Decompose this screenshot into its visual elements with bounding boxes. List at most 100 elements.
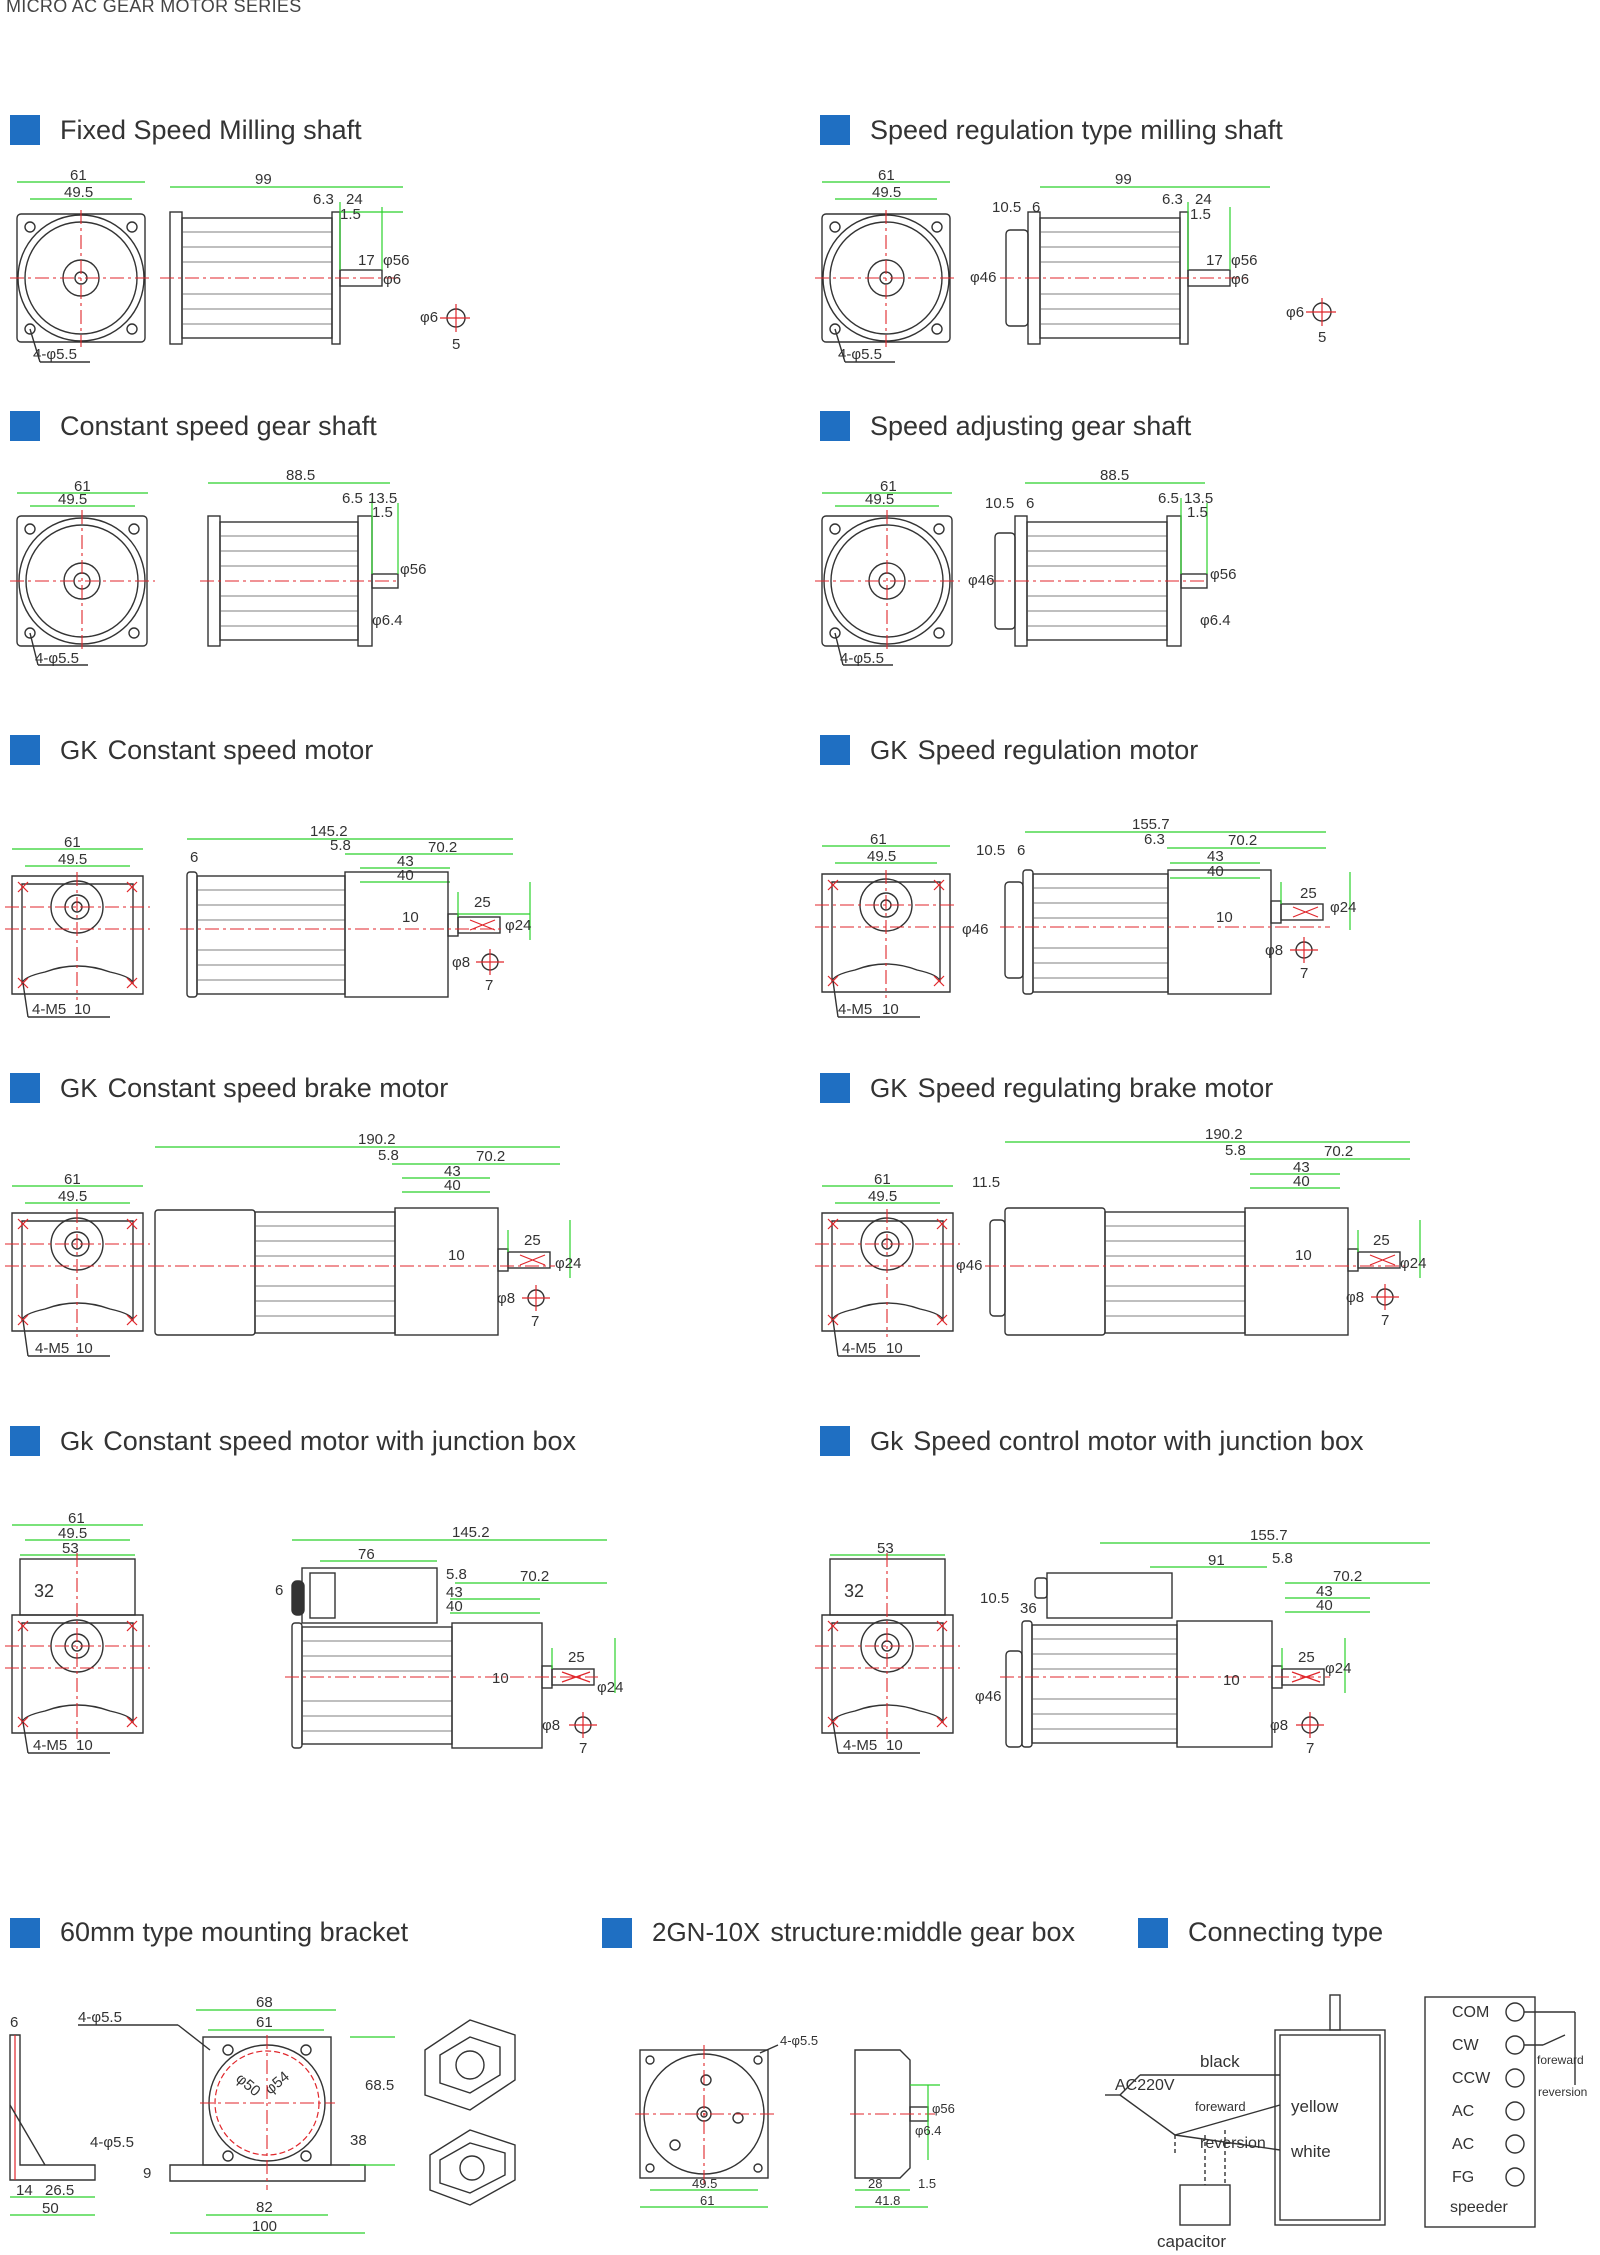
dimension-label: 49.5 <box>58 1525 87 1542</box>
dimension-label: 7 <box>1306 1740 1314 1757</box>
blue-square-icon <box>10 1426 40 1456</box>
dimension-label: 43 <box>1293 1159 1310 1176</box>
dimension-label: capacitor <box>1157 2232 1226 2251</box>
dimension-label: 70.2 <box>1333 1568 1362 1585</box>
section-constant-speed-gear-shaft: Constant speed gear shaft 61 49.5 4-φ5.5… <box>0 408 800 738</box>
dimension-label: φ6.4 <box>915 2123 942 2138</box>
section-title: Speed adjusting gear shaft <box>820 408 1191 444</box>
dimension-label: 40 <box>1207 863 1224 880</box>
dimension-label: 49.5 <box>865 491 894 508</box>
dimension-label: 10.5 <box>985 495 1014 512</box>
dimension-label: 49.5 <box>692 2176 717 2191</box>
dimension-label: 190.2 <box>358 1131 396 1148</box>
dimension-label: 25 <box>1300 885 1317 902</box>
dimension-label: φ6 <box>383 271 401 288</box>
dimension-label: 10 <box>886 1340 903 1357</box>
dimension-label: yellow <box>1291 2097 1339 2116</box>
dimension-label: 4-φ5.5 <box>33 346 77 363</box>
dimension-label: 7 <box>531 1313 539 1330</box>
dimension-label: speeder <box>1450 2199 1508 2216</box>
dimension-label: foreward <box>1195 2099 1246 2114</box>
dimension-label: φ8 <box>1270 1717 1288 1734</box>
dimension-label: 61 <box>878 167 895 184</box>
section-title: Fixed Speed Milling shaft <box>10 112 362 148</box>
section-speed-adjusting-gear-shaft: Speed adjusting gear shaft 61 49.5 4-φ5.… <box>810 408 1600 738</box>
dimension-label: 61 <box>68 1510 85 1527</box>
dimension-label: φ24 <box>555 1255 581 1272</box>
dimension-label: 49.5 <box>64 184 93 201</box>
dimension-label: 10 <box>74 1001 91 1018</box>
dimension-label: 100 <box>252 2218 277 2235</box>
blue-square-icon <box>820 735 850 765</box>
dimension-label: φ24 <box>1330 899 1356 916</box>
dimension-label: 43 <box>444 1163 461 1180</box>
dimension-label: φ54 <box>262 2068 293 2098</box>
dimension-label: 5 <box>452 336 460 353</box>
section-title: Speed regulation type milling shaft <box>820 112 1283 148</box>
dimension-label: φ8 <box>497 1290 515 1307</box>
dimension-label: 4-M5 <box>842 1340 876 1357</box>
dimension-label: 11.5 <box>972 1174 1000 1191</box>
dimension-label: 53 <box>877 1540 894 1557</box>
dimension-label: 4-φ5.5 <box>35 650 79 667</box>
dimension-label: 6 <box>1026 495 1034 512</box>
dimension-label: 4-M5 <box>843 1737 877 1754</box>
blue-square-icon <box>10 1917 40 1948</box>
dimension-label: 49.5 <box>868 1188 897 1205</box>
dimension-label: 5.8 <box>330 837 351 854</box>
dimension-label: 25 <box>568 1649 585 1666</box>
dimension-label: 61 <box>700 2193 714 2208</box>
dimension-label: CW <box>1452 2037 1480 2054</box>
dimension-label: 1.5 <box>340 206 361 223</box>
drawing-mounting-bracket: 6 4-φ5.5 68 61 φ50 φ54 68.538 4-φ5.5 9 1… <box>9 1994 516 2235</box>
dimension-label: 53 <box>62 1540 79 1557</box>
dimension-label: CCW <box>1452 2070 1491 2087</box>
dimension-label: φ6.4 <box>372 612 403 629</box>
dimension-label: 91 <box>1208 1552 1225 1569</box>
dimension-label: 10 <box>492 1670 509 1687</box>
dimension-label: 82 <box>256 2199 273 2216</box>
blue-square-icon <box>1138 1917 1168 1948</box>
dimension-label: 25 <box>1298 1649 1315 1666</box>
dimension-label: 5.8 <box>1225 1142 1246 1159</box>
dimension-label: 68 <box>256 1994 273 2011</box>
dimension-label: 36 <box>1020 1600 1037 1617</box>
dimension-label: 4-M5 <box>35 1340 69 1357</box>
dimension-label: 76 <box>358 1546 375 1563</box>
dimension-label: 6.3 <box>313 191 334 208</box>
dimension-label: 155.7 <box>1250 1527 1288 1544</box>
dimension-label: 70.2 <box>1228 832 1257 849</box>
dimension-label: 70.2 <box>1324 1143 1353 1160</box>
drawing-wiring: AC220V black foreward reversion capacito… <box>1105 1994 1587 2251</box>
blue-square-icon <box>820 1426 850 1456</box>
dimension-label: 70.2 <box>476 1148 505 1165</box>
dimension-label: 10 <box>1223 1672 1240 1689</box>
dimension-label: 6 <box>1017 842 1025 859</box>
dimension-label: 10 <box>882 1001 899 1018</box>
blue-square-icon <box>10 1073 40 1103</box>
dimension-label: φ6 <box>420 309 438 326</box>
dimension-label: φ24 <box>597 1679 623 1696</box>
dimension-label: 4-M5 <box>32 1001 66 1018</box>
dimension-label: 4-φ5.5 <box>840 650 884 667</box>
dimension-label: 88.5 <box>286 467 315 484</box>
dimension-label: AC <box>1452 2136 1474 2153</box>
dimension-label: 10 <box>448 1247 465 1264</box>
dimension-label: 5 <box>1318 329 1326 346</box>
dimension-label: COM <box>1452 2004 1489 2021</box>
dimension-label: 40 <box>1293 1173 1310 1190</box>
dimension-label: 49.5 <box>58 491 87 508</box>
section-title: Constant speed gear shaft <box>10 408 377 444</box>
